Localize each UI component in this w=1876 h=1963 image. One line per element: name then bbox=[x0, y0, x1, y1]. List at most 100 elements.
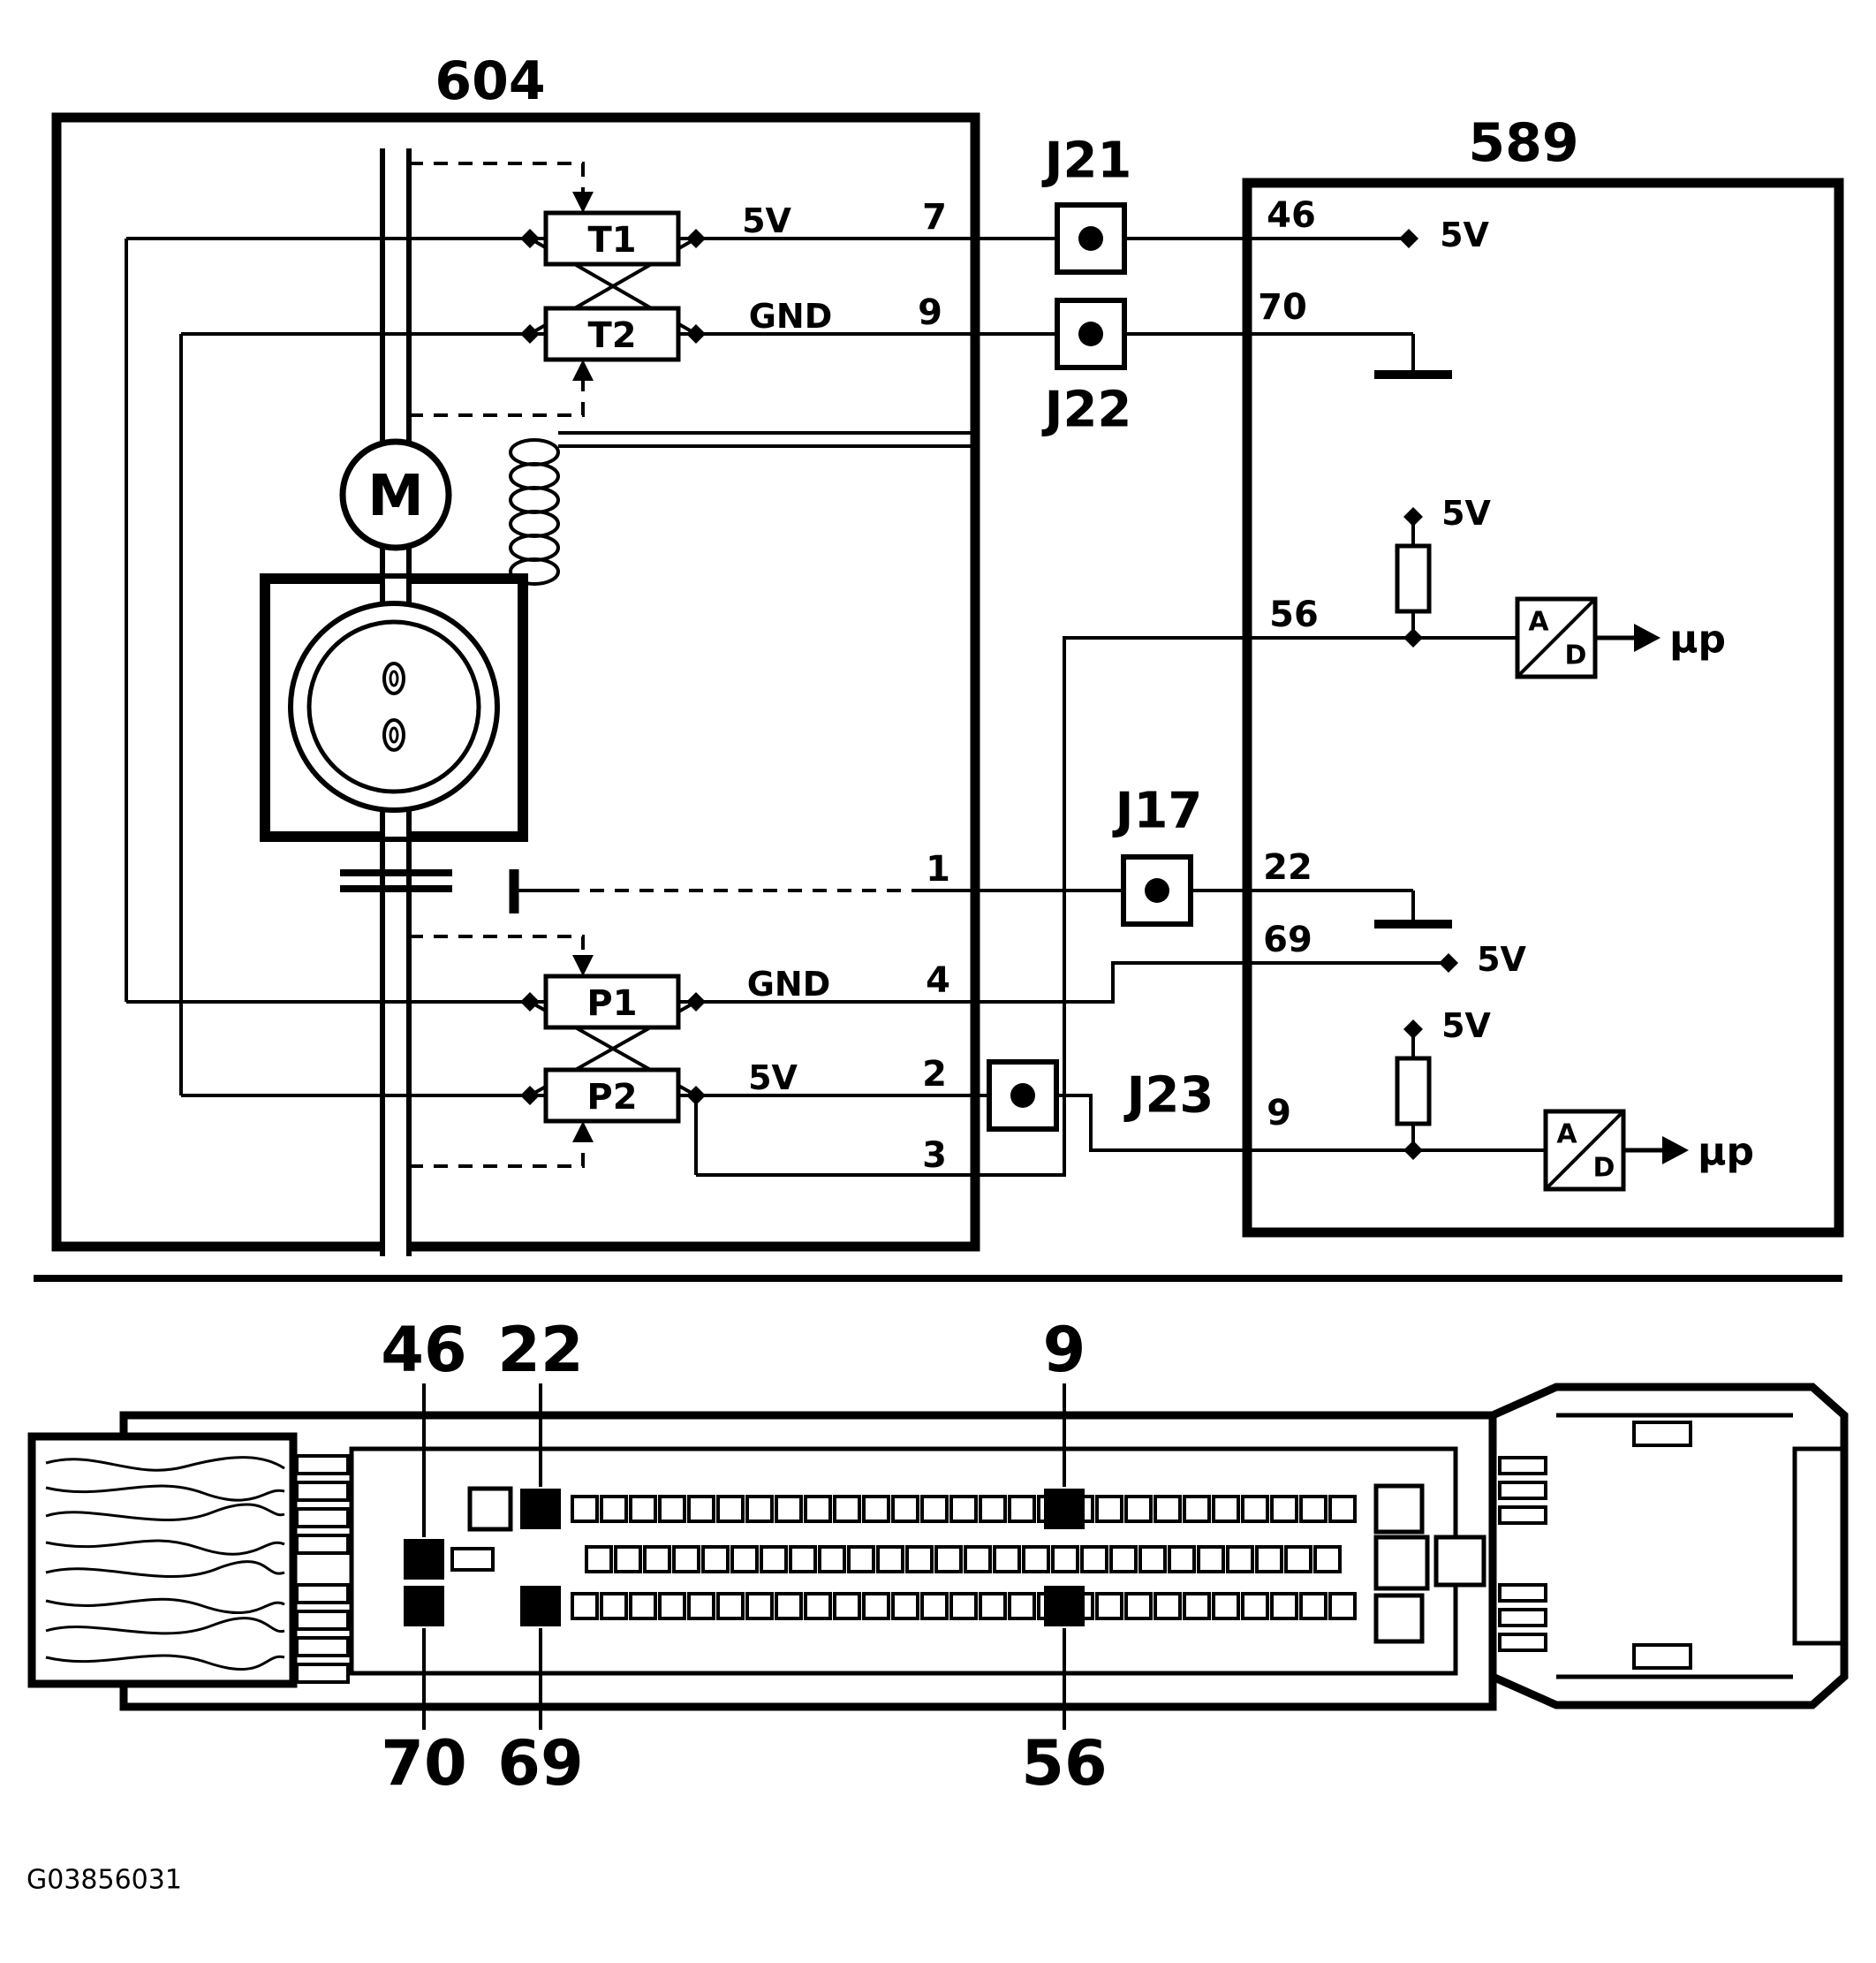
rib bbox=[295, 1583, 350, 1604]
pin-cavity bbox=[571, 1495, 599, 1523]
pin-cavity bbox=[658, 1495, 686, 1523]
wire-strand bbox=[45, 1484, 285, 1502]
valve-inner-circle bbox=[306, 619, 481, 794]
flange-rib bbox=[1498, 1608, 1547, 1627]
flange-rib bbox=[1498, 1481, 1547, 1500]
pin-cavity bbox=[1124, 1495, 1153, 1523]
pin-cavity bbox=[905, 1545, 934, 1573]
pin-cavity bbox=[1270, 1495, 1298, 1523]
pin-cavity bbox=[1197, 1545, 1225, 1573]
module-pin-46: 46 bbox=[1267, 195, 1316, 236]
pin-cavity-large bbox=[1373, 1483, 1425, 1535]
sensor-t1-box bbox=[543, 210, 681, 267]
pin-cavity bbox=[1255, 1545, 1283, 1573]
pin-cavity bbox=[1095, 1592, 1123, 1620]
control-unit-outline bbox=[1242, 178, 1844, 1238]
throttle-pin-2: 2 bbox=[922, 1054, 947, 1095]
pullup-branch-56: 5V bbox=[1395, 494, 1492, 648]
junction-j22-box bbox=[1055, 298, 1127, 370]
pin-46-marker bbox=[404, 1539, 444, 1580]
return-spring bbox=[509, 431, 971, 586]
valve-pivot-bottom bbox=[382, 718, 405, 752]
linkage-p2 bbox=[409, 1142, 585, 1168]
resistor-56 bbox=[1395, 543, 1432, 614]
pin-cavity bbox=[629, 1592, 657, 1620]
flange-rib bbox=[1498, 1633, 1547, 1652]
arrow-right-icon bbox=[1662, 1136, 1689, 1164]
throttle-pin-1: 1 bbox=[926, 849, 950, 890]
pin-cavity bbox=[658, 1592, 686, 1620]
rail-gnd-label-p: GND bbox=[747, 965, 831, 1004]
linkage-t2-arrow bbox=[572, 360, 594, 381]
ref-5v-9: 5V bbox=[1441, 1006, 1491, 1045]
sensor-t2-label: T2 bbox=[587, 315, 636, 356]
pin-cavity bbox=[1299, 1592, 1328, 1620]
wire-bundle-box bbox=[27, 1432, 298, 1688]
flange-rib bbox=[1498, 1456, 1547, 1475]
pin-cavity bbox=[862, 1592, 890, 1620]
pin-cavity bbox=[804, 1495, 832, 1523]
rib bbox=[295, 1663, 350, 1684]
module-pin-56: 56 bbox=[1269, 595, 1319, 635]
pin-cavity bbox=[1022, 1545, 1050, 1573]
connector-end-flange bbox=[1488, 1383, 1849, 1709]
pin-cavity bbox=[1299, 1495, 1328, 1523]
wire-bundle bbox=[27, 1432, 298, 1688]
pin-cavity bbox=[730, 1545, 759, 1573]
pin-cavity bbox=[600, 1495, 628, 1523]
motor: M bbox=[339, 438, 452, 551]
rib bbox=[295, 1507, 350, 1528]
spring-coil bbox=[509, 557, 560, 586]
throttle-pin-7: 7 bbox=[922, 197, 947, 238]
wire-strand bbox=[45, 1597, 285, 1615]
pin-cavity bbox=[716, 1592, 745, 1620]
rail-5v-label-t: 5V bbox=[742, 201, 791, 240]
pin-cavity bbox=[1226, 1545, 1254, 1573]
throttle-pin-4: 4 bbox=[926, 960, 950, 1001]
module-pin-22: 22 bbox=[1263, 847, 1312, 888]
junction-j23-label: J23 bbox=[1123, 1067, 1214, 1125]
position-sensors: T1 T2 P1 P2 bbox=[520, 210, 706, 1124]
pin-cavity bbox=[789, 1545, 817, 1573]
pin-cavity bbox=[687, 1592, 715, 1620]
junction-j21-box bbox=[1055, 202, 1127, 275]
pin-cavity bbox=[920, 1592, 949, 1620]
flange-tab bbox=[1632, 1643, 1692, 1670]
pin-cavity bbox=[1284, 1545, 1312, 1573]
pin-cavity bbox=[934, 1545, 963, 1573]
module-pin-69: 69 bbox=[1263, 920, 1312, 960]
pin-22-marker bbox=[520, 1489, 561, 1529]
valve-pivot-top bbox=[382, 662, 405, 695]
wire-pin3-to-56 bbox=[696, 636, 1517, 1177]
linkage-t1-arrow bbox=[572, 192, 594, 213]
pin-cavity bbox=[1008, 1592, 1036, 1620]
pin-cavity bbox=[1080, 1545, 1108, 1573]
pin-cavity bbox=[1183, 1592, 1211, 1620]
pinout-label-69: 69 bbox=[497, 1727, 583, 1800]
pin-cavity bbox=[979, 1495, 1007, 1523]
rib bbox=[295, 1610, 350, 1631]
pin-cavity bbox=[876, 1545, 904, 1573]
connector-pinout: 46 22 9 70 69 56 bbox=[27, 1314, 1849, 1800]
pin-cavity bbox=[629, 1495, 657, 1523]
ref-5v-pin46: 5V bbox=[1440, 216, 1489, 254]
pin-cavity bbox=[775, 1592, 803, 1620]
pin-cavity bbox=[920, 1495, 949, 1523]
valve-pivot-bottom-inner bbox=[389, 726, 399, 744]
pin-cavity bbox=[760, 1545, 788, 1573]
pin-cavity bbox=[1095, 1495, 1123, 1523]
junction-j22-dot bbox=[1078, 322, 1103, 346]
sensor-p1-box bbox=[543, 974, 681, 1030]
ref-5v-pin69: 5V bbox=[1477, 940, 1526, 979]
pin-cavity bbox=[833, 1592, 861, 1620]
micro-label: μp bbox=[1698, 1130, 1754, 1175]
resistor-9 bbox=[1395, 1056, 1432, 1126]
pinout-label-9: 9 bbox=[1043, 1314, 1086, 1386]
junction-j22-label: J22 bbox=[1041, 382, 1132, 439]
pin-cavity bbox=[818, 1545, 846, 1573]
pin-cavity bbox=[600, 1592, 628, 1620]
rib bbox=[295, 1534, 350, 1555]
pin-69-marker bbox=[520, 1586, 561, 1626]
throttle-pin-9: 9 bbox=[918, 292, 942, 333]
pin-cavity bbox=[1138, 1545, 1167, 1573]
